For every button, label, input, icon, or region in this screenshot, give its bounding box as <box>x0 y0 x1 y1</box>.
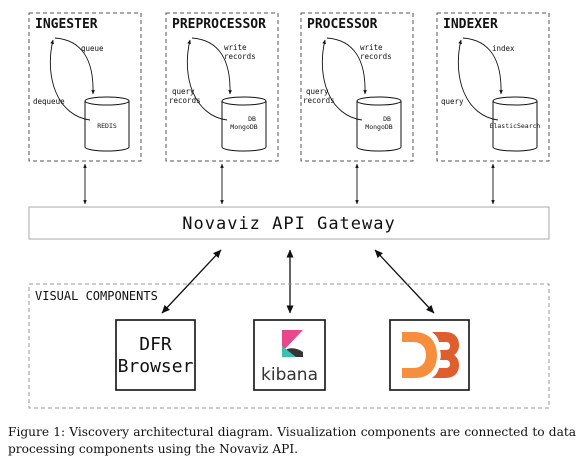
preprocessor-query-label: query <box>172 87 195 96</box>
redis-cylinder <box>84 96 130 152</box>
visual-components-box <box>28 283 550 409</box>
elasticsearch-cylinder <box>492 96 538 152</box>
preprocessor-mongodb-label: MongoDB <box>230 123 257 131</box>
preprocessor-db-label: DB <box>248 115 256 123</box>
processor-write-arrow <box>326 37 367 95</box>
kibana-wordmark: kibana <box>261 365 318 385</box>
processor-query-arrow <box>321 39 363 121</box>
dfr-browser-card <box>115 319 196 391</box>
preprocessor-write-arrow <box>191 37 232 95</box>
processor-mongodb-label: MongoDB <box>365 123 392 131</box>
processor-write-label: write <box>360 43 383 52</box>
preprocessor-title: PREPROCESSOR <box>172 17 266 32</box>
preprocessor-records-label-2: records <box>169 96 201 105</box>
ingester-queue-arrow <box>54 37 95 95</box>
redis-label: REDIS <box>97 122 117 130</box>
preprocessor-write-label: write <box>224 43 247 52</box>
processor-mongodb-cylinder <box>356 96 402 152</box>
preprocessor-box <box>165 12 279 162</box>
gateway-dfr-connector <box>161 249 222 314</box>
api-gateway-label: Novaviz API Gateway <box>182 214 395 234</box>
preprocessor-records-label-1: records <box>224 52 256 61</box>
elasticsearch-label: ElasticSearch <box>490 122 541 130</box>
ingester-dequeue-label: dequeue <box>33 97 65 106</box>
processor-records-label-2: records <box>303 96 335 105</box>
processor-title: PROCESSOR <box>307 17 378 32</box>
indexer-query-arrow <box>457 39 499 121</box>
visual-components-title: VISUAL COMPONENTS <box>35 289 158 303</box>
kibana-logo-icon <box>282 330 303 357</box>
dfr-label: DFR <box>139 334 172 355</box>
d3-card <box>389 319 470 391</box>
ingester-queue-label: queue <box>81 44 104 53</box>
processor-records-label-1: records <box>360 52 392 61</box>
ingester-box <box>28 12 142 162</box>
processor-box <box>300 12 414 162</box>
figure-caption: Figure 1: Viscovery architectural diagra… <box>8 425 576 456</box>
preprocessor-mongodb-cylinder <box>221 96 267 152</box>
architecture-diagram: INGESTER PREPROCESSOR PROCESSOR INDEXER … <box>28 12 550 409</box>
api-gateway-bar <box>28 206 550 240</box>
gateway-d3-connector <box>374 249 435 314</box>
indexer-index-arrow <box>462 37 503 95</box>
preprocessor-query-arrow <box>186 39 228 121</box>
d3-logo-icon <box>402 332 459 378</box>
indexer-title: INDEXER <box>443 17 498 32</box>
browser-label: Browser <box>118 356 194 377</box>
indexer-query-label: query <box>441 97 464 106</box>
indexer-index-label: index <box>492 44 515 53</box>
ingester-title: INGESTER <box>35 17 98 32</box>
processor-db-label: DB <box>383 115 391 123</box>
ingester-dequeue-arrow <box>49 39 91 121</box>
processor-query-label: query <box>306 87 329 96</box>
indexer-box <box>436 12 550 162</box>
